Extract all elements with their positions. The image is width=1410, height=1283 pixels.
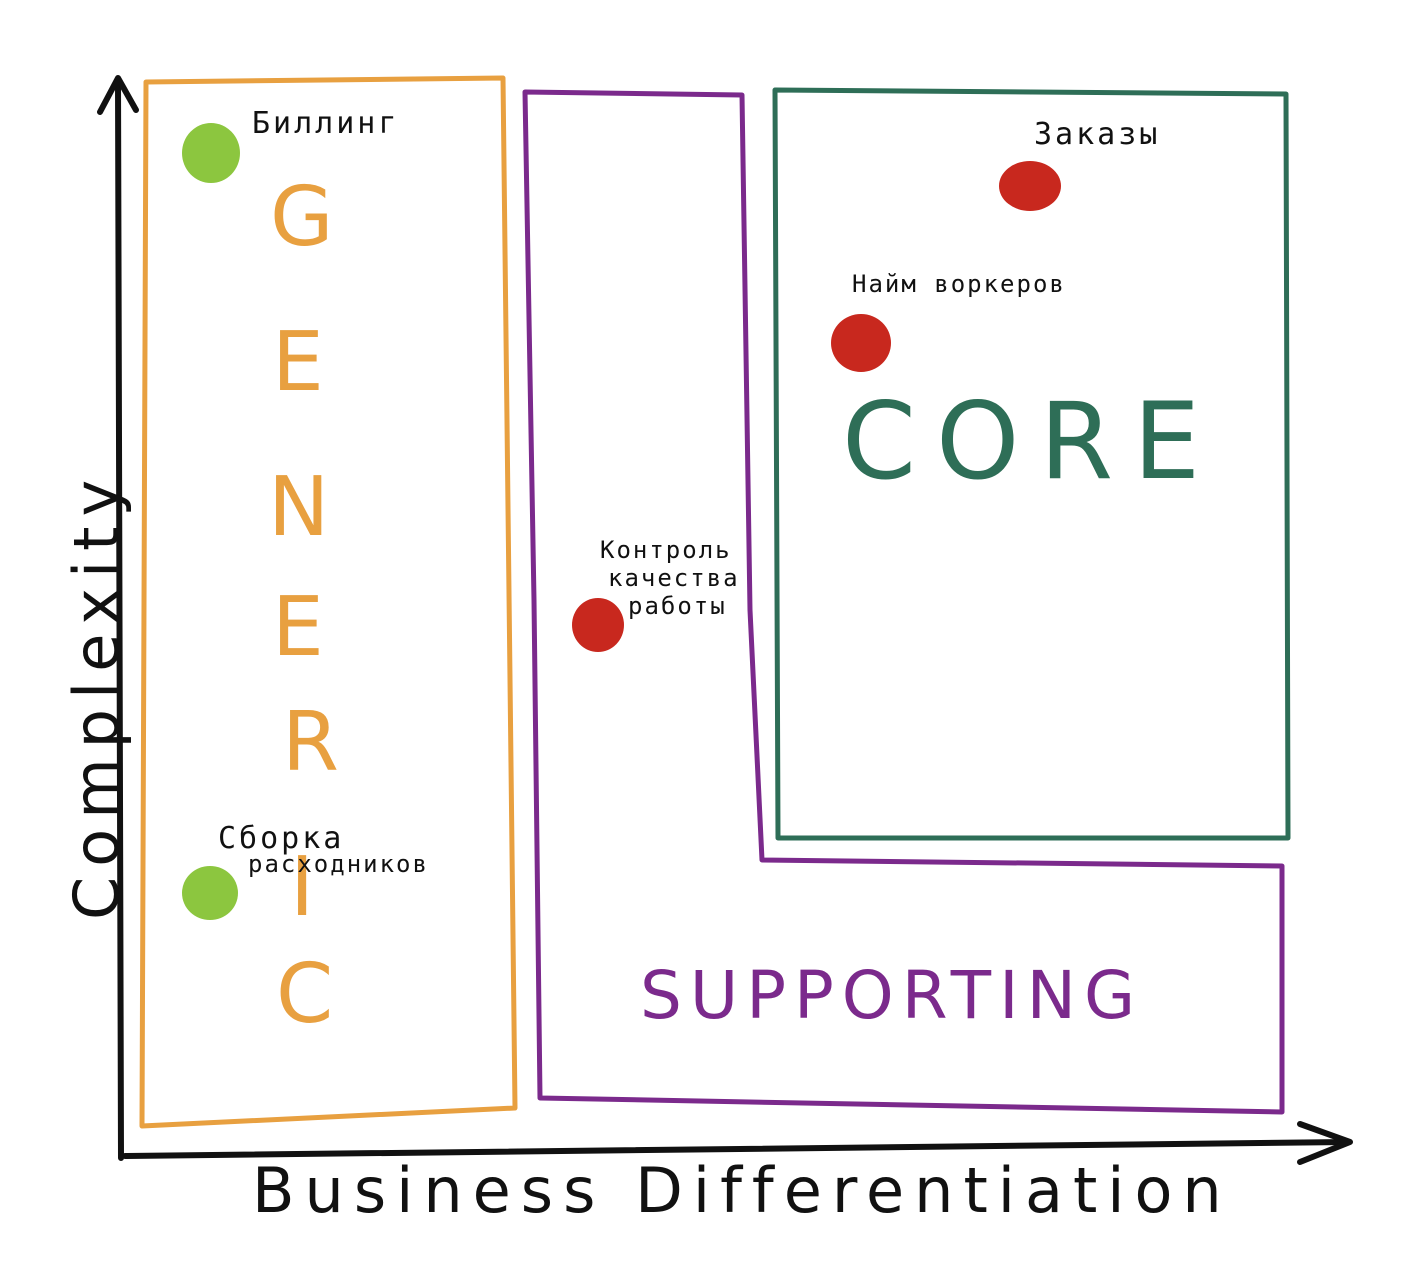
expenses-label-line1: Сборка (218, 821, 344, 856)
subdomain-billing: Биллинг (182, 106, 399, 183)
generic-title-letter-e1: E (272, 315, 324, 410)
subdomain-hiring: Найм воркеров (831, 270, 1066, 372)
supporting-region-border (522, 89, 1285, 1115)
billing-label: Биллинг (252, 106, 399, 141)
supporting-title: SUPPORTING (640, 957, 1143, 1034)
subdomain-expenses: Сборка расходников (182, 821, 429, 920)
quality-control-label-line2: качества (608, 564, 740, 592)
quality-control-label-line1: Контроль (600, 536, 732, 564)
generic-title-letter-n: N (268, 460, 329, 555)
generic-region-border (139, 75, 518, 1129)
orders-dot (999, 161, 1061, 211)
hiring-dot (831, 314, 891, 372)
quality-control-label-line3: работы (628, 592, 727, 620)
y-axis-label: Complexity (60, 470, 133, 920)
subdomain-quality-control: Контроль качества работы (572, 536, 740, 652)
generic-title-letter-g: G (270, 170, 334, 265)
hiring-label: Найм воркеров (852, 270, 1066, 298)
quality-control-dot (572, 598, 624, 652)
core-title: CORE (842, 380, 1220, 503)
x-axis-label: Business Differentiation (252, 1154, 1232, 1227)
billing-dot (182, 123, 240, 183)
generic-title-letter-e2: E (272, 580, 324, 675)
y-axis-line (115, 77, 124, 1161)
generic-region: G E N E R I C (139, 75, 518, 1129)
generic-title-letter-i: I (290, 840, 314, 935)
generic-title-letter-r: R (282, 695, 339, 790)
x-axis-line (122, 1139, 1351, 1159)
expenses-label-line2: расходников (248, 850, 429, 878)
orders-label: Заказы (1034, 117, 1160, 152)
expenses-dot (182, 866, 238, 920)
x-axis-arrow-icon (1297, 1121, 1353, 1165)
y-axis-arrow-icon (97, 75, 139, 115)
core-region: CORE (772, 87, 1291, 841)
generic-title-letter-c: C (276, 947, 333, 1042)
core-region-border (772, 87, 1291, 841)
axes (97, 75, 1353, 1165)
supporting-region: SUPPORTING (522, 89, 1285, 1115)
subdomain-orders: Заказы (999, 117, 1160, 211)
